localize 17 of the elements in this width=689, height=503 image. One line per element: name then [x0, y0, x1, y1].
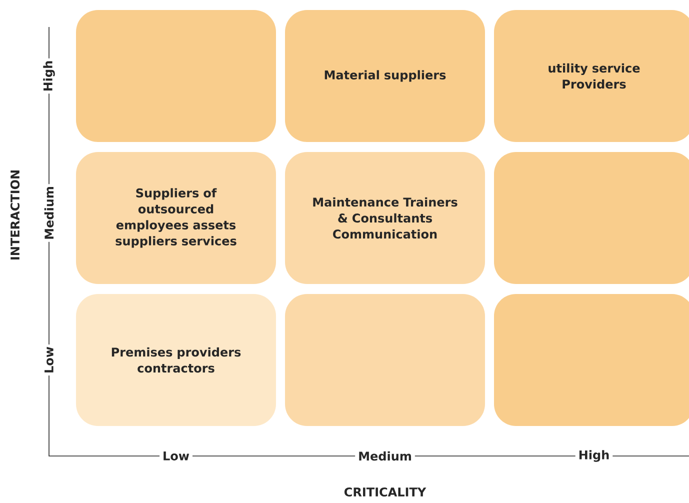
matrix-cell: Suppliers of outsourced employees assets suppliers services	[76, 152, 276, 284]
axis-label: High	[575, 447, 613, 465]
axis-title: CRITICALITY	[344, 487, 426, 497]
matrix-cell: Premises providers contractors	[76, 294, 276, 426]
axis-label: Medium	[42, 184, 56, 242]
matrix-cell	[494, 152, 689, 284]
matrix-cell	[76, 10, 276, 142]
axis-label: High	[41, 58, 57, 94]
matrix-cell	[494, 294, 689, 426]
axis-title: INTERACTION	[10, 170, 20, 260]
matrix-cell: utility service Providers	[494, 10, 689, 142]
axis-label: Low	[160, 448, 192, 464]
matrix-cell	[285, 294, 485, 426]
axis-label: Low	[42, 344, 56, 376]
axis-label: Medium	[355, 448, 415, 464]
matrix-cell: Maintenance Trainers & Consultants Communication	[285, 152, 485, 284]
matrix-cell: Material suppliers	[285, 10, 485, 142]
